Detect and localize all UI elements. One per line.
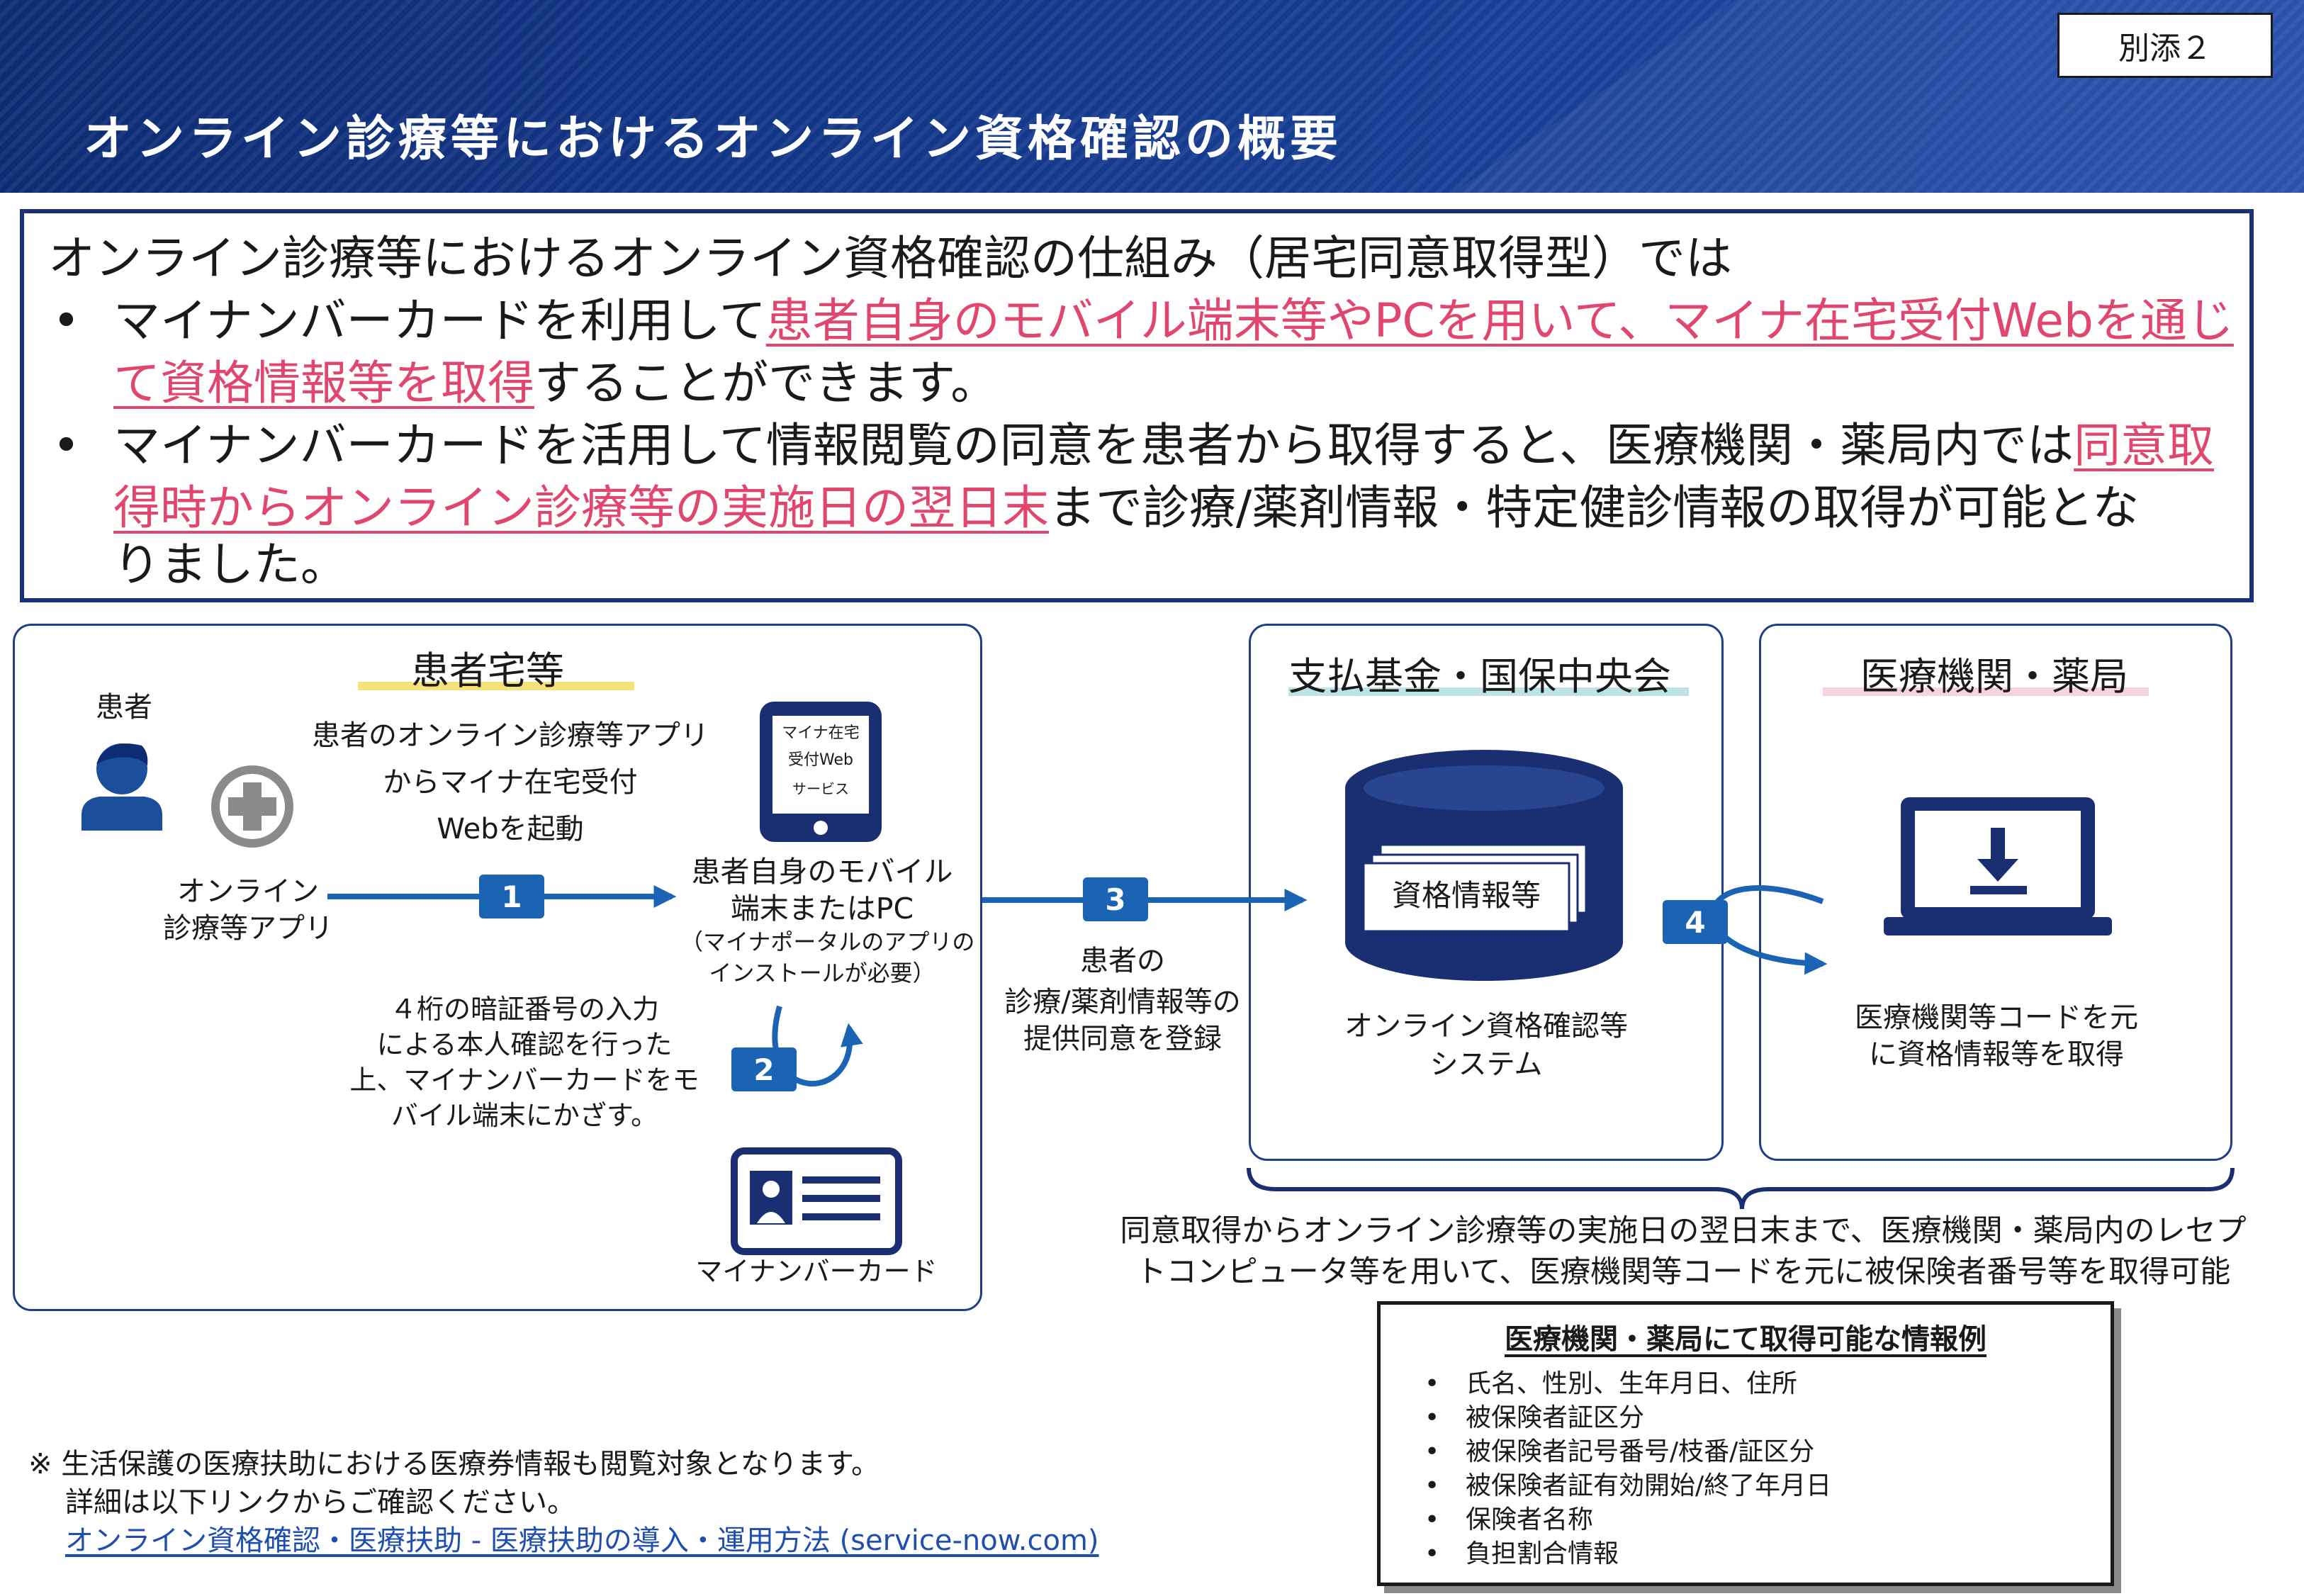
medical-cross-icon [211,765,293,848]
pin-text-line: 上、マイナンバーカードをモ [349,1064,699,1096]
bullet-dot: • [1424,1539,1440,1568]
bullet-dot: • [1424,1437,1440,1466]
consent-text-line: 患者の [1080,945,1165,977]
info-item-text: 保険者名称 [1466,1505,1594,1534]
arrow-step-2 [772,1005,863,1087]
launch-text-line: からマイナ在宅受付 [383,766,638,799]
consent-text-line: 診療/薬剤情報等の [1004,986,1241,1018]
launch-text-line: Webを起動 [437,813,584,845]
consent-text-line: 提供同意を登録 [1023,1023,1222,1055]
bullet-dot: • [1424,1505,1440,1534]
device-label-line: 患者自身のモバイル [691,855,953,889]
device-screen-text: サービス [792,780,849,797]
info-item-text: 被保険者証有効開始/終了年月日 [1466,1471,1832,1500]
bullet-2-highlight: 同意取 [2074,418,2215,473]
info-item: • 氏名、性別、生年月日、住所 [1424,1367,1798,1401]
device-screen-text: 受付Web [788,751,853,769]
bullet-2-line-3: りました。 [113,537,347,592]
bullet-1-highlight: 患者自身のモバイル端末等やPCを用いて、マイナ在宅受付Webを通じ [765,293,2234,348]
step-badge-1: 1 [479,875,544,918]
page-title: オンライン診療等におけるオンライン資格確認の概要 [84,111,1343,167]
bullet-1-highlight-2: て資格情報等を取得 [113,356,534,410]
bullet-1-text: マイナンバーカードを利用して [113,293,766,348]
device-label-line: 端末またはPC [730,892,914,926]
device-screen-text: マイナ在宅 [782,724,860,742]
device-note-line: （マイナポータルのアプリの [680,928,975,955]
info-item: • 負担割合情報 [1424,1537,1619,1571]
footnote-line: ※ 生活保護の医療扶助における医療券情報も閲覧対象となります。 [28,1448,880,1480]
doc-tag: 別添２ [2057,13,2273,78]
bullet-1-line-1: マイナンバーカードを利用して患者自身のモバイル端末等やPCを用いて、マイナ在宅受… [113,290,2234,352]
patient-person-icon [82,743,162,831]
patient-home-title: 患者宅等 [411,648,564,693]
clinic-desc-line: 医療機関等コードを元 [1855,1001,2138,1034]
info-item: • 被保険者記号番号/枝番/証区分 [1424,1435,1815,1469]
database-icon [1345,750,1623,981]
device-note-line: インストールが必要） [709,960,935,987]
brace-note-line: 同意取得からオンライン診療等の実施日の翌日末まで、医療機関・薬局内のレセプ [1120,1213,2247,1249]
title-underline [1288,687,1689,696]
bullet-dot: • [52,293,80,348]
app-label-line: オンライン [177,875,319,908]
bullet-2-highlight-2: 得時からオンライン診療等の実施日の翌日末 [113,481,1049,535]
bullet-dot: • [1424,1403,1440,1432]
bullet-2-line-2: 得時からオンライン診療等の実施日の翌日末まで診療/薬剤情報・特定健診情報の取得が… [113,477,2139,539]
title-underline [1823,687,2149,696]
bullet-1-line-2: て資格情報等を取得することができます。 [113,352,997,415]
info-item-text: 氏名、性別、生年月日、住所 [1466,1369,1798,1398]
arrow-step-4 [1709,885,1828,975]
step-badge-4: 4 [1663,900,1728,944]
summary-box: オンライン診療等におけるオンライン資格確認の仕組み（居宅同意取得型）では • マ… [20,209,2254,602]
bullet-2-text: マイナンバーカードを活用して情報閲覧の同意を患者から取得すると、医療機関・薬局内… [113,418,2074,473]
system-label-line: システム [1429,1048,1543,1081]
patient-label: 患者 [96,691,152,724]
bullet-2-line-1: マイナンバーカードを活用して情報閲覧の同意を患者から取得すると、医療機関・薬局内… [113,415,2214,477]
info-item: • 保険者名称 [1424,1503,1594,1537]
pin-text-line: バイル端末にかざす。 [390,1100,658,1131]
header-stripe-pattern [0,0,2304,193]
bullet-1-text-2: することができます。 [534,356,998,410]
info-item-text: 被保険者証区分 [1466,1403,1645,1432]
app-label-line: 診療等アプリ [163,912,333,945]
info-box-title: 医療機関・薬局にて取得可能な情報例 [1505,1323,1987,1356]
system-label-line: オンライン資格確認等 [1344,1010,1628,1043]
brace-note-line: トコンピュータ等を用いて、医療機関等コードを元に被保険者番号等を取得可能 [1135,1254,2231,1290]
summary-lead: オンライン診療等におけるオンライン資格確認の仕組み（居宅同意取得型）では [48,231,1732,286]
bullet-dot: • [1424,1369,1440,1398]
step-badge-2: 2 [731,1047,797,1091]
header-banner: 別添２ オンライン診療等におけるオンライン資格確認の概要 [0,0,2304,193]
info-item-text: 負担割合情報 [1466,1539,1619,1568]
info-example-box: 医療機関・薬局にて取得可能な情報例 • 氏名、性別、生年月日、住所 • 被保険者証区… [1377,1301,2114,1586]
card-label: マイナンバーカード [695,1256,938,1287]
bullet-dot: • [52,418,80,473]
footnote-line: 詳細は以下リンクからご確認ください。 [65,1486,575,1519]
brace-bracket [1247,1167,2235,1210]
laptop-download-icon [1884,797,2112,935]
pin-text-line: による本人確認を行った [376,1029,673,1060]
title-underline [358,682,634,690]
bullet-2-text-2: まで診療/薬剤情報・特定健診情報の取得が可能とな [1049,481,2140,535]
info-item: • 被保険者証区分 [1424,1401,1645,1435]
footnote-link[interactable]: オンライン資格確認・医療扶助 - 医療扶助の導入・運用方法 (service-n… [65,1524,1099,1557]
fund-title: 支払基金・国保中央会 [1288,654,1671,699]
database-label: 資格情報等 [1391,878,1541,913]
bullet-dot: • [1424,1471,1440,1500]
clinic-title: 医療機関・薬局 [1860,654,2128,699]
pin-text-line: ４桁の暗証番号の入力 [389,994,659,1025]
clinic-desc-line: に資格情報等を取得 [1869,1038,2124,1071]
info-item: • 被保険者証有効開始/終了年月日 [1424,1469,1832,1503]
launch-text-line: 患者のオンライン診療等アプリ [312,719,709,752]
info-item-text: 被保険者記号番号/枝番/証区分 [1466,1437,1815,1466]
step-badge-3: 3 [1083,877,1148,921]
my-number-card-icon [731,1147,902,1255]
mobile-device-icon [760,702,882,842]
